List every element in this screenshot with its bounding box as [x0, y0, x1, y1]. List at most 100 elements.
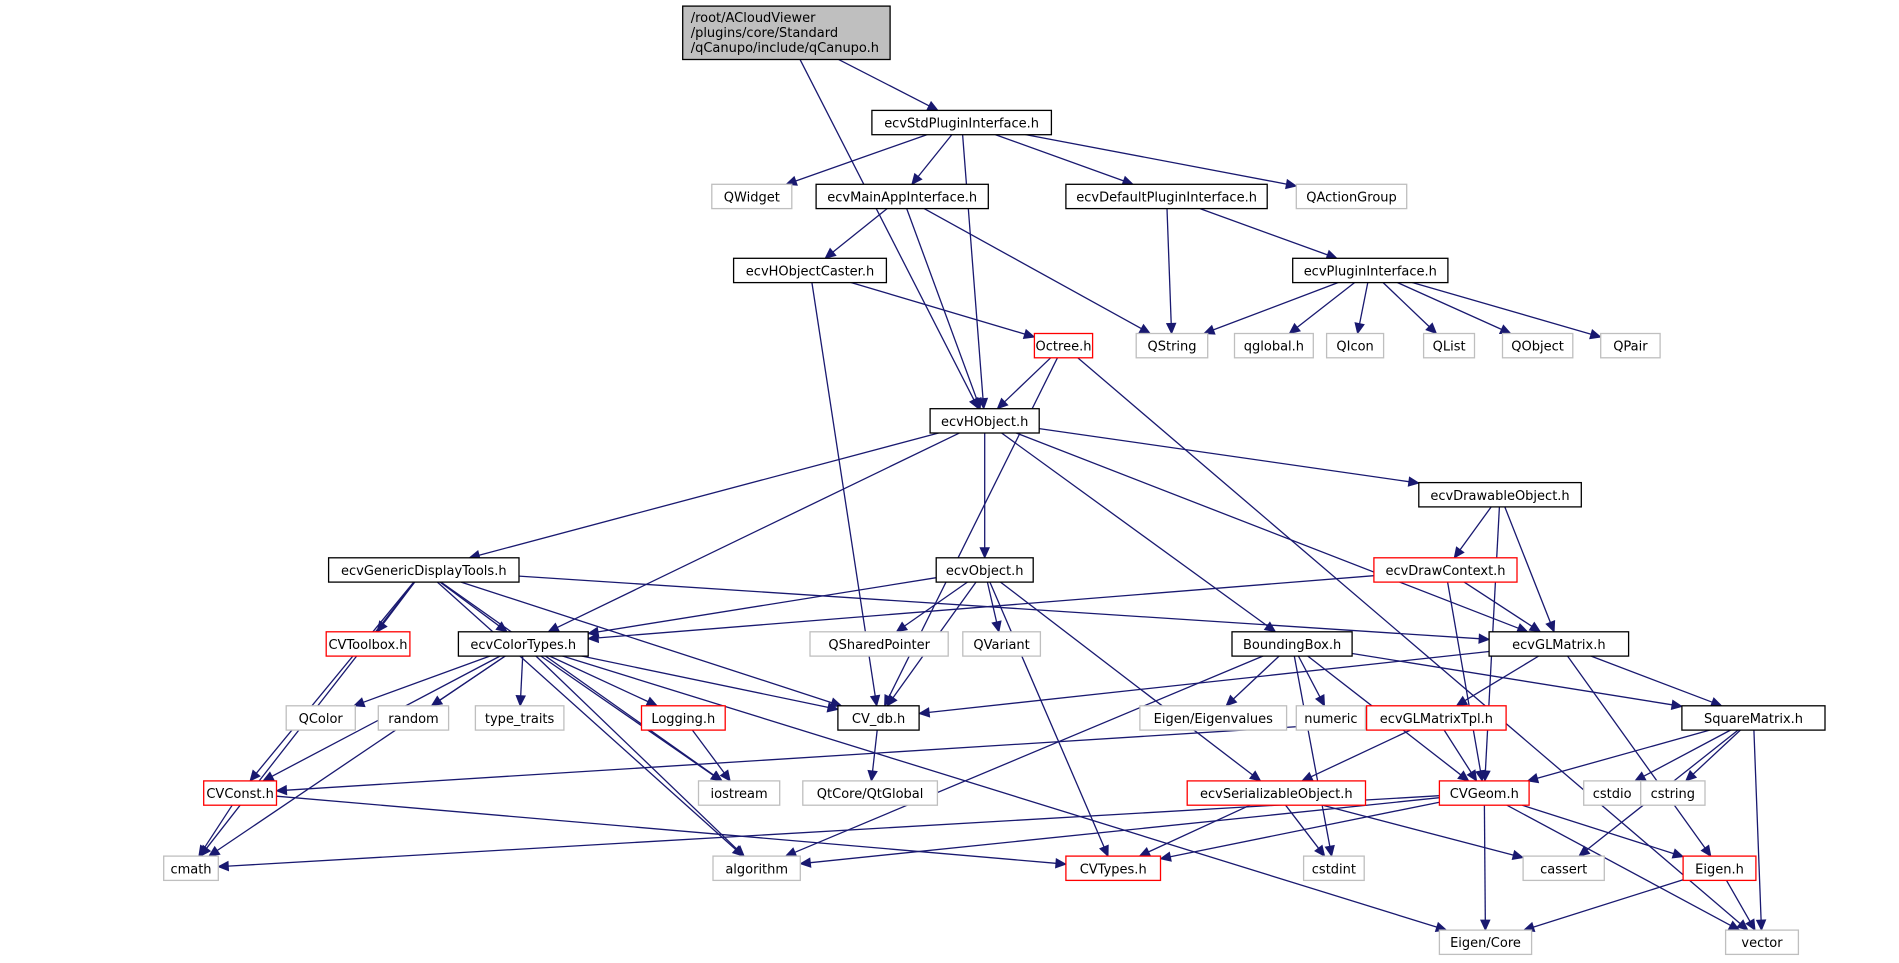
edge-line	[691, 729, 725, 774]
edge-line	[1412, 281, 1592, 335]
node-vector: vector	[1724, 929, 1800, 956]
node-cvtoolbox[interactable]: CVToolbox.h	[325, 631, 411, 657]
node-box[interactable]	[327, 557, 520, 583]
dependency-edge	[468, 432, 940, 561]
node-box[interactable]	[837, 705, 920, 731]
node-label: cstdio	[1593, 787, 1632, 802]
node-label: CVTypes.h	[1080, 862, 1147, 877]
dependency-edge	[1297, 655, 1326, 707]
edge-line	[535, 655, 738, 850]
arrowhead-icon	[826, 702, 840, 713]
node-logging[interactable]: Logging.h	[640, 705, 726, 731]
node-drawctx[interactable]: ecvDrawContext.h	[1373, 557, 1518, 583]
arrowhead-icon	[719, 769, 731, 782]
node-box	[285, 705, 356, 731]
arrowhead-icon	[586, 626, 600, 638]
node-box[interactable]	[1682, 855, 1757, 882]
edge-line	[1285, 804, 1320, 849]
edge-line	[871, 729, 878, 772]
node-box[interactable]	[1292, 257, 1449, 284]
node-cvconst[interactable]: CVConst.h	[203, 780, 278, 806]
edge-line	[1166, 208, 1172, 324]
node-stdplugin[interactable]: ecvStdPluginInterface.h	[871, 109, 1053, 136]
node-box[interactable]	[1418, 481, 1582, 508]
edge-line	[540, 655, 714, 776]
node-label: iostream	[711, 787, 768, 802]
node-serializable[interactable]: ecvSerializableObject.h	[1186, 780, 1367, 806]
node-qstring: QString	[1135, 332, 1209, 359]
node-box[interactable]	[203, 780, 278, 806]
node-gendisplay[interactable]: ecvGenericDisplayTools.h	[327, 557, 520, 583]
node-box	[1422, 332, 1476, 359]
edge-line	[1148, 804, 1251, 853]
node-cvgeom[interactable]: CVGeom.h	[1438, 780, 1530, 806]
node-glmatrixtpl[interactable]: ecvGLMatrixTpl.h	[1365, 705, 1507, 731]
node-box[interactable]	[1186, 780, 1367, 806]
node-box[interactable]	[1373, 557, 1518, 583]
arrowhead-icon	[1526, 773, 1540, 784]
dependency-edge	[1039, 427, 1421, 487]
edge-line	[597, 577, 937, 633]
node-squarematrix[interactable]: SquareMatrix.h	[1681, 705, 1826, 731]
node-bbox[interactable]: BoundingBox.h	[1231, 631, 1353, 657]
node-root[interactable]: /root/ACloudViewer/plugins/core/Standard…	[682, 5, 891, 61]
node-box[interactable]	[1488, 631, 1630, 657]
node-plugin[interactable]: ecvPluginInterface.h	[1292, 257, 1449, 284]
edge-line	[1322, 804, 1514, 856]
node-box[interactable]	[1681, 705, 1826, 731]
node-cvtypes[interactable]: CVTypes.h	[1065, 855, 1162, 882]
node-colortypes[interactable]: ecvColorTypes.h	[457, 631, 589, 657]
arrowhead-icon	[1457, 770, 1470, 782]
edge-line	[1358, 282, 1369, 324]
node-box[interactable]	[1365, 705, 1507, 731]
node-label: CVToolbox.h	[328, 638, 407, 653]
dependency-edge	[518, 575, 1491, 644]
node-box[interactable]	[1033, 332, 1094, 359]
edge-line	[276, 795, 1057, 864]
arrowhead-icon	[1425, 322, 1438, 335]
node-object[interactable]: ecvObject.h	[935, 557, 1034, 583]
node-box[interactable]	[929, 408, 1040, 434]
node-label: CVGeom.h	[1450, 787, 1519, 802]
dependency-edge	[1480, 805, 1491, 932]
dependency-edge	[1138, 804, 1251, 857]
node-box[interactable]	[325, 631, 411, 657]
node-drawable[interactable]: ecvDrawableObject.h	[1418, 481, 1582, 508]
node-box[interactable]	[1231, 631, 1353, 657]
node-label: qglobal.h	[1244, 340, 1304, 355]
node-cvdb[interactable]: CV_db.h	[837, 705, 920, 731]
node-label: ecvDrawableObject.h	[1430, 489, 1569, 504]
node-box[interactable]	[871, 109, 1053, 136]
node-eigenh[interactable]: Eigen.h	[1682, 855, 1757, 882]
dependency-edge	[986, 581, 1002, 633]
node-box[interactable]	[1065, 183, 1268, 210]
node-defplugin[interactable]: ecvDefaultPluginInterface.h	[1065, 183, 1268, 210]
arrowhead-icon	[1098, 844, 1109, 858]
node-hobjcaster[interactable]: ecvHObjectCaster.h	[732, 257, 888, 284]
edge-line	[794, 655, 1264, 853]
edge-line	[1382, 282, 1430, 328]
node-box[interactable]	[815, 183, 989, 210]
node-box[interactable]	[682, 5, 891, 61]
node-box[interactable]	[1438, 780, 1530, 806]
dependency-edge	[547, 432, 960, 633]
arrowhead-icon	[895, 621, 909, 633]
edge-line	[436, 581, 737, 850]
arrowhead-icon	[1755, 919, 1767, 932]
edge-line	[986, 581, 998, 623]
arrowhead-icon	[1055, 857, 1068, 869]
node-hobject[interactable]: ecvHObject.h	[929, 408, 1040, 434]
node-box[interactable]	[935, 557, 1034, 583]
edge-line	[1446, 581, 1482, 772]
node-box[interactable]	[457, 631, 589, 657]
node-box[interactable]	[1065, 855, 1162, 882]
edge-line	[1170, 801, 1440, 858]
node-glmatrix[interactable]: ecvGLMatrix.h	[1488, 631, 1630, 657]
edge-line	[1692, 729, 1741, 775]
node-octree[interactable]: Octree.h	[1033, 332, 1094, 359]
node-label: ecvColorTypes.h	[470, 638, 576, 653]
node-box[interactable]	[732, 257, 888, 284]
node-box[interactable]	[640, 705, 726, 731]
arrowhead-icon	[886, 694, 898, 707]
node-mainapp[interactable]: ecvMainAppInterface.h	[815, 183, 989, 210]
